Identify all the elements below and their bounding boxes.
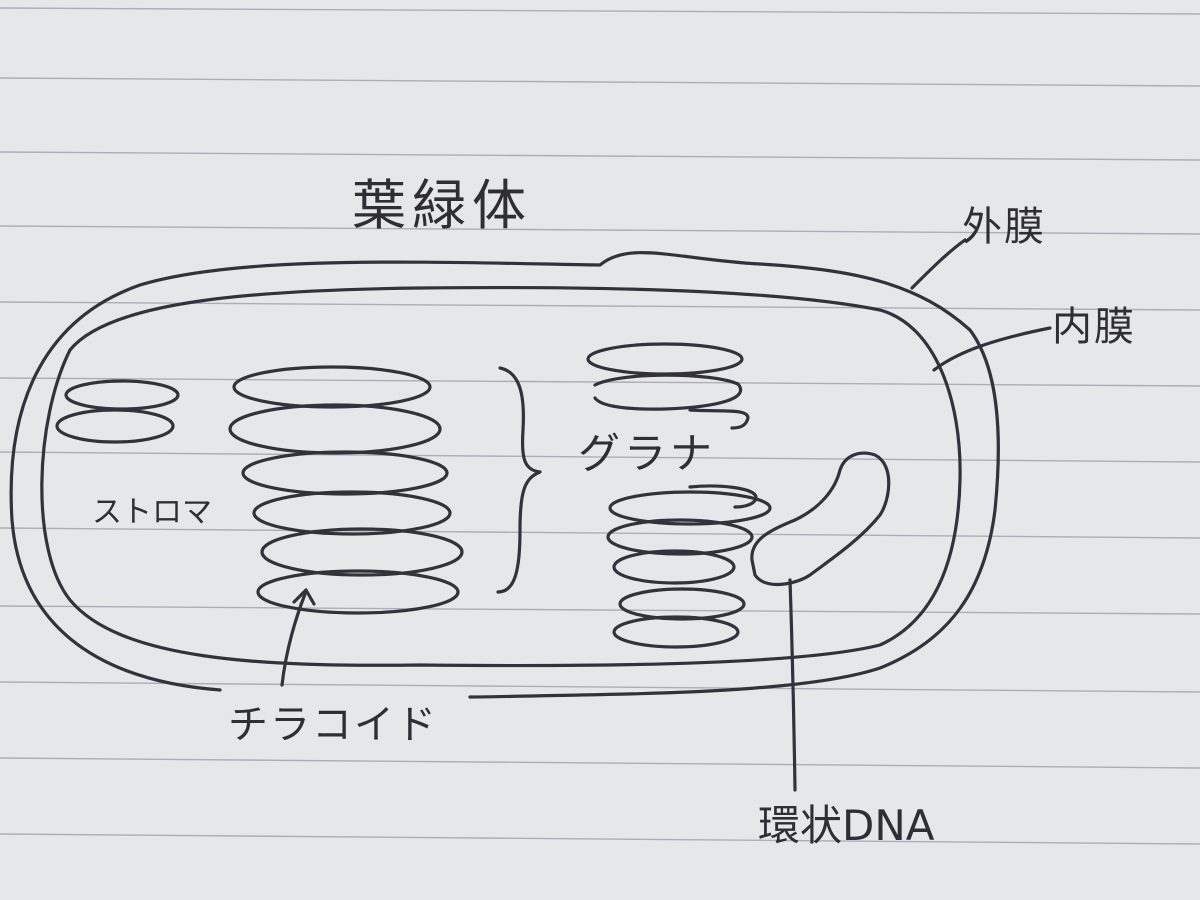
- label-grana: グラナ: [578, 429, 716, 478]
- inner-membrane-outline: [40, 285, 962, 668]
- label-circular-dna: 環状DNA: [758, 801, 935, 850]
- leader-thylakoid: [280, 592, 307, 687]
- leader-thylakoid-arrowhead: [292, 588, 316, 606]
- thylakoid-pair-left: [55, 379, 180, 444]
- granum-stack-right-upper: [586, 342, 750, 430]
- circular-dna-shape: [750, 451, 891, 587]
- label-thylakoid: チラコイド: [228, 702, 438, 748]
- grana-brace: [496, 366, 542, 594]
- diagram-title: 葉緑体: [352, 174, 532, 237]
- granum-stack-left: [228, 365, 464, 615]
- leader-circular-dna: [788, 578, 797, 792]
- leader-inner-membrane: [932, 326, 1052, 372]
- leader-outer-membrane: [910, 238, 967, 290]
- label-stroma: ストロマ: [92, 495, 212, 530]
- label-inner-membrane: 内膜: [1052, 304, 1136, 350]
- ruled-lines: [0, 7, 1200, 845]
- outer-membrane-outline: [9, 251, 1000, 699]
- label-outer-membrane: 外膜: [962, 204, 1046, 250]
- granum-stack-right-lower: [606, 484, 772, 649]
